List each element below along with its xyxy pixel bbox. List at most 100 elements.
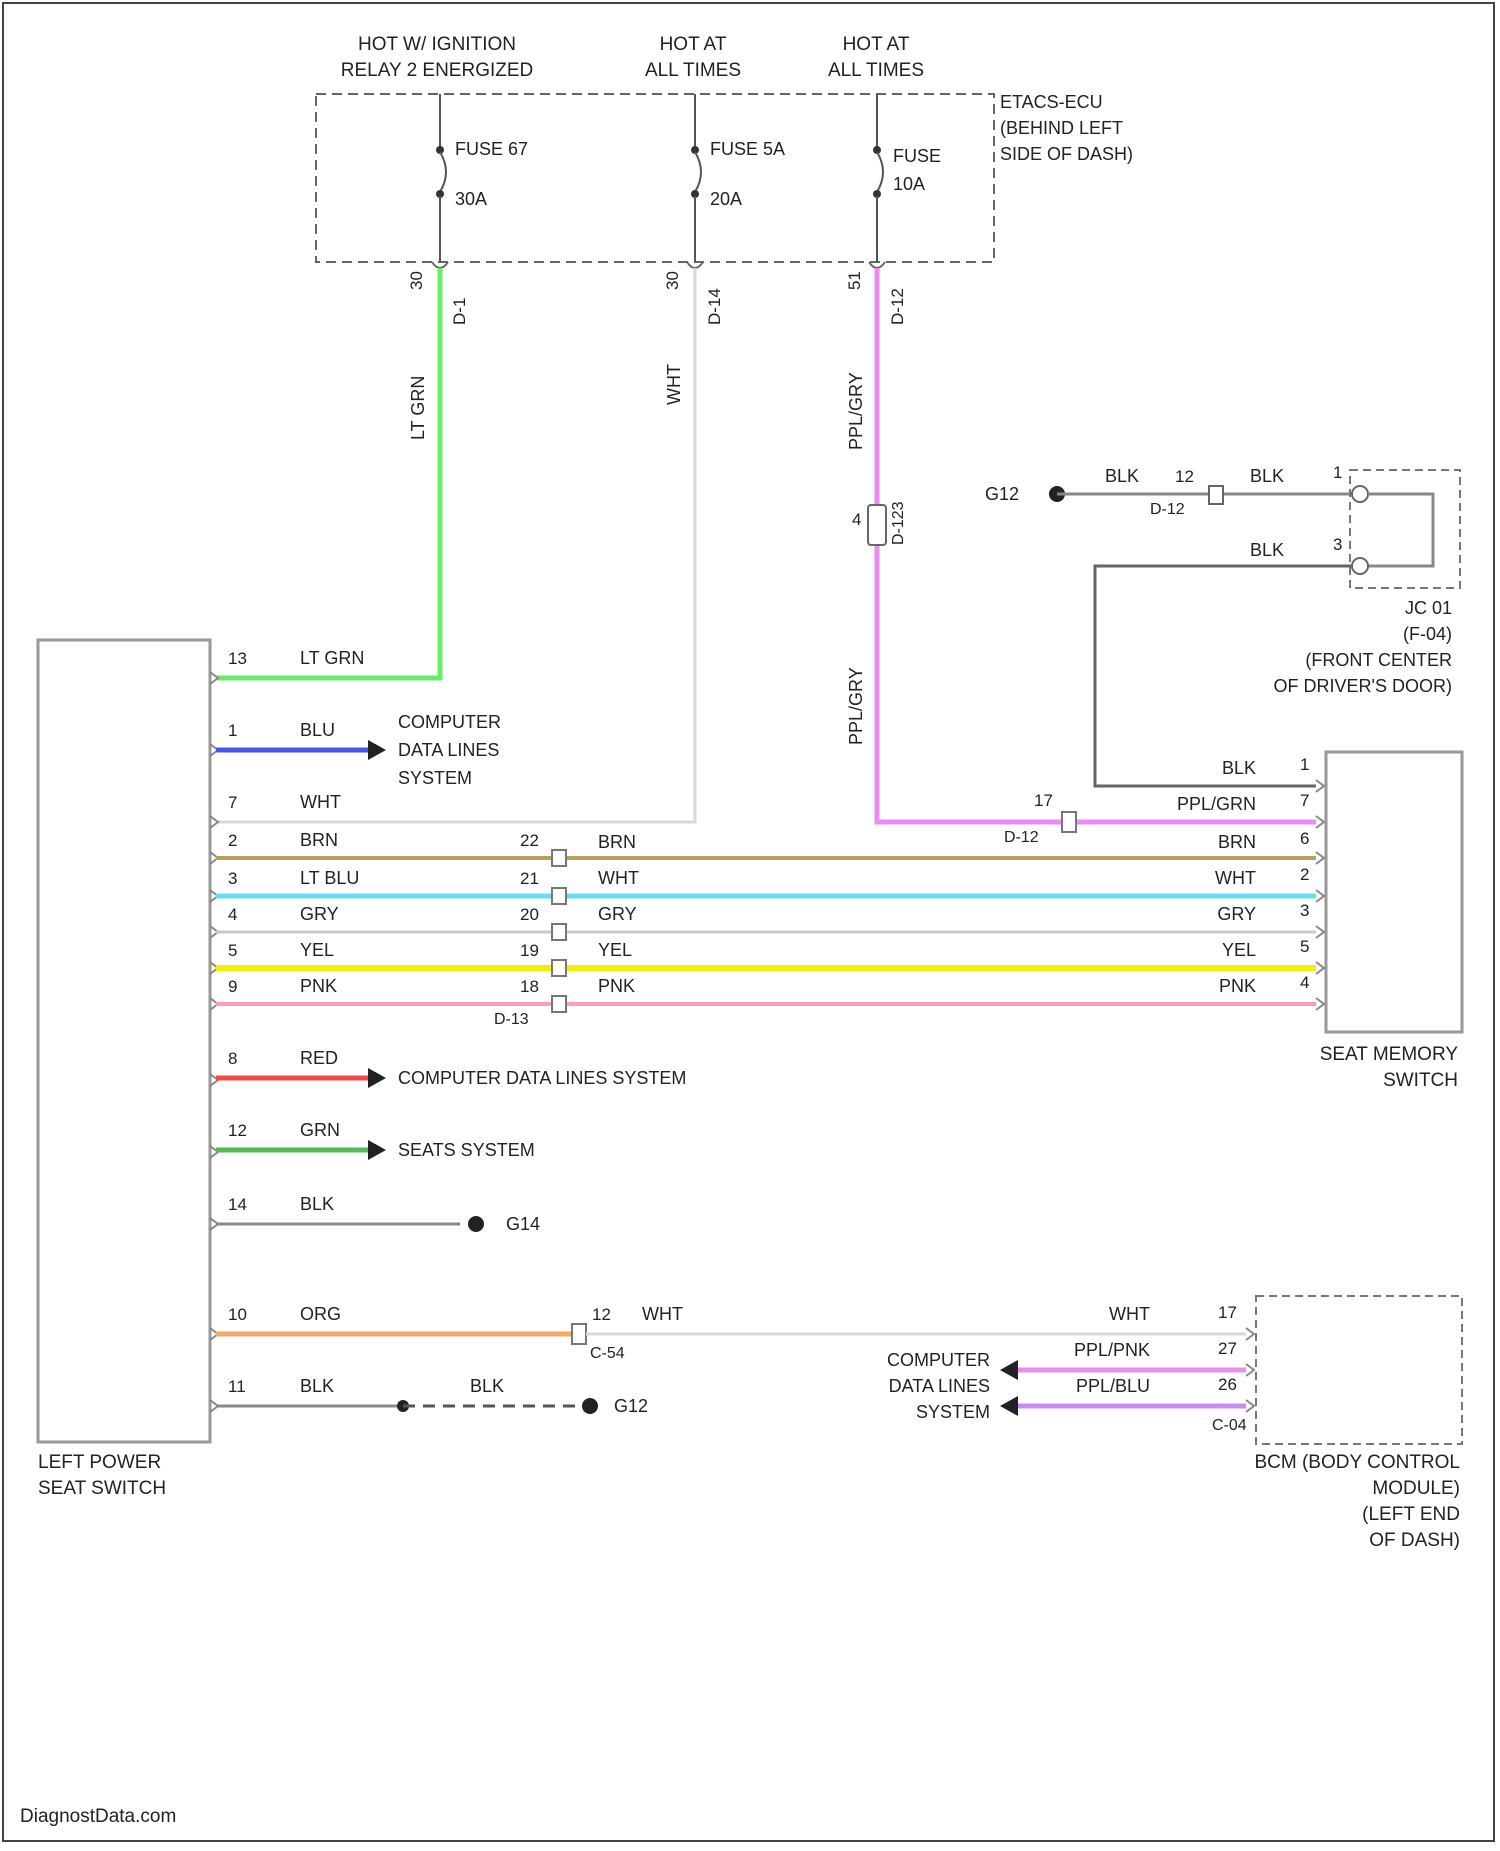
- memory-pin-7: 7: [1300, 791, 1309, 810]
- joint-label-1: JC 01: [1405, 598, 1452, 618]
- footer-watermark: DiagnostData.com: [20, 1806, 176, 1827]
- pin-30-b: 30: [663, 271, 682, 290]
- power-header-hot2-1: HOT AT: [843, 34, 910, 55]
- bcm-pin-26: 26: [1218, 1375, 1237, 1394]
- middle-gry: GRY: [598, 904, 637, 924]
- power-header-ignition-2: RELAY 2 ENERGIZED: [341, 60, 534, 81]
- row11-ground: G14: [506, 1214, 540, 1234]
- bcm-conn: C-04: [1212, 1417, 1247, 1434]
- power-header-ignition-1: HOT W/ IGNITION: [358, 34, 516, 55]
- ecu-label-3: SIDE OF DASH): [1000, 144, 1133, 164]
- row2-dest-2: DATA LINES: [398, 740, 499, 760]
- fuse-10a-name: FUSE: [893, 146, 941, 166]
- memory-blk: BLK: [1222, 758, 1256, 778]
- row10-dest: SEATS SYSTEM: [398, 1140, 535, 1160]
- connector-c54: [572, 1324, 586, 1344]
- memory-pin-5: 5: [1300, 937, 1309, 956]
- row12-color: ORG: [300, 1304, 341, 1324]
- fuse-5a-amp: 20A: [710, 189, 742, 209]
- ground-top-conn: D-12: [1150, 501, 1185, 518]
- row11-pin: 14: [228, 1195, 247, 1214]
- row10-color: GRN: [300, 1120, 340, 1140]
- row4-pin: 2: [228, 831, 237, 850]
- row13-color-2: BLK: [470, 1376, 504, 1396]
- middle-conn-label: D-13: [494, 1011, 529, 1028]
- ground-top-connector: [1209, 486, 1223, 504]
- memory-pplgrn: PPL/GRN: [1177, 794, 1256, 814]
- memory-gry: GRY: [1217, 904, 1256, 924]
- row2-pin: 1: [228, 721, 237, 740]
- row8-color: PNK: [300, 976, 337, 996]
- c54-conn: C-54: [590, 1345, 625, 1362]
- inline-connector-pin: 4: [852, 510, 861, 529]
- bcm-label-2: MODULE): [1372, 1478, 1460, 1499]
- row9-color: RED: [300, 1048, 338, 1068]
- inline-connector-label: D-123: [890, 501, 907, 545]
- row1-pin: 13: [228, 649, 247, 668]
- row1-color: LT GRN: [300, 648, 364, 668]
- row10-pin: 12: [228, 1121, 247, 1140]
- middle-pin-19: 19: [520, 941, 539, 960]
- middle-brn: BRN: [598, 832, 636, 852]
- fuse-67: [436, 94, 446, 262]
- bcm-box: [1256, 1296, 1462, 1444]
- memory-label-2: SWITCH: [1383, 1070, 1458, 1091]
- middle-connector-d13: [552, 850, 566, 1012]
- memory-d12-pin: 17: [1034, 791, 1053, 810]
- row7-pin: 5: [228, 941, 237, 960]
- pin-51: 51: [845, 271, 864, 290]
- middle-pin-22: 22: [520, 831, 539, 850]
- joint-label-4: OF DRIVER'S DOOR): [1274, 676, 1452, 696]
- row5-pin: 3: [228, 869, 237, 888]
- joint-terminal-1: [1352, 486, 1368, 502]
- memory-label-1: SEAT MEMORY: [1320, 1044, 1459, 1065]
- fuse-67-amp: 30A: [455, 189, 487, 209]
- left-switch-label-1: LEFT POWER: [38, 1452, 161, 1473]
- joint-pin-1: 1: [1333, 463, 1342, 482]
- ground-g12-top: G12: [985, 484, 1019, 504]
- bcm-dest-2: DATA LINES: [889, 1376, 990, 1396]
- c54-color: WHT: [642, 1304, 683, 1324]
- wire-ppl-blu-arrow: [1000, 1396, 1018, 1416]
- ground-g12-symbol: [582, 1398, 598, 1414]
- middle-pin-18: 18: [520, 977, 539, 996]
- bcm-pplpnk: PPL/PNK: [1074, 1340, 1150, 1360]
- wire-lt-grn-label: LT GRN: [408, 376, 428, 440]
- joint-label-2: (F-04): [1403, 624, 1452, 644]
- row12-pin: 10: [228, 1305, 247, 1324]
- wire-ppl-gry-lower-label: PPL/GRY: [846, 667, 866, 745]
- wire-wht-label: WHT: [664, 364, 684, 405]
- fuse-10a: [873, 94, 883, 262]
- ecu-label-2: (BEHIND LEFT: [1000, 118, 1123, 138]
- wire-blu-arrow: [368, 740, 386, 760]
- bcm-pin-27: 27: [1218, 1339, 1237, 1358]
- conn-d12: D-12: [888, 288, 907, 325]
- conn-d14: D-14: [705, 288, 724, 325]
- memory-d12-conn: D-12: [1004, 829, 1039, 846]
- row9-pin: 8: [228, 1049, 237, 1068]
- row11-color: BLK: [300, 1194, 334, 1214]
- row9-dest: COMPUTER DATA LINES SYSTEM: [398, 1068, 686, 1088]
- power-header-hot-1: HOT AT: [660, 34, 727, 55]
- fuse-10a-amp: 10A: [893, 174, 925, 194]
- row3-pin: 7: [228, 793, 237, 812]
- bcm-dest-3: SYSTEM: [916, 1402, 990, 1422]
- bcm-wht: WHT: [1109, 1304, 1150, 1324]
- fuse-5a-name: FUSE 5A: [710, 139, 785, 159]
- diagram-frame: [3, 3, 1494, 1841]
- wire-grn-arrow: [368, 1140, 386, 1160]
- middle-pnk: PNK: [598, 976, 635, 996]
- row13-ground: G12: [614, 1396, 648, 1416]
- row2-dest-1: COMPUTER: [398, 712, 501, 732]
- memory-pin-3: 3: [1300, 901, 1309, 920]
- memory-brn: BRN: [1218, 832, 1256, 852]
- power-header-hot2-2: ALL TIMES: [828, 60, 924, 81]
- memory-wht: WHT: [1215, 868, 1256, 888]
- row13-color: BLK: [300, 1376, 334, 1396]
- bcm-label-4: OF DASH): [1369, 1530, 1460, 1551]
- row4-color: BRN: [300, 830, 338, 850]
- bcm-dest-1: COMPUTER: [887, 1350, 990, 1370]
- middle-yel: YEL: [598, 940, 632, 960]
- wire-blk-top-1: BLK: [1105, 466, 1139, 486]
